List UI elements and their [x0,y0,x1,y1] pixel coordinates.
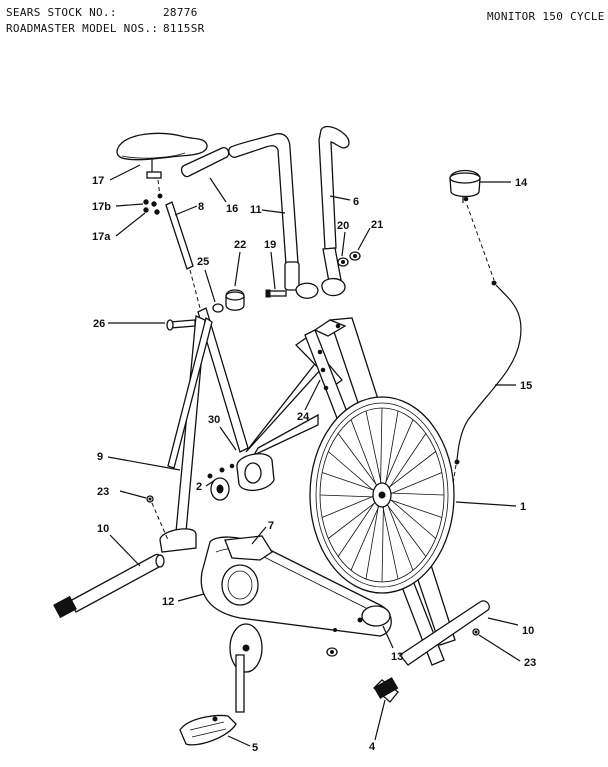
callout-17: 17 [92,175,104,187]
callout-1: 1 [520,501,526,513]
flywheel-spoke [365,501,380,580]
callout-13: 13 [391,651,403,663]
handlebar-right-6 [318,125,350,297]
adjustment-knob-22 [225,289,245,311]
callout-labels: 17 17b 17a 8 16 11 6 20 21 14 22 19 25 2… [92,175,536,754]
model-number-value: 8115SR [163,22,205,35]
callout-16: 16 [226,203,238,215]
callout-22: 22 [234,239,246,251]
callout-25: 25 [197,256,209,268]
pin-26 [166,319,196,331]
handlebar-grip-16 [180,147,230,178]
flywheel-spoke [387,496,436,539]
flywheel-spoke [387,472,443,496]
flywheel-spoke [321,472,377,492]
handlebar-left-11 [228,133,319,299]
callout-12: 12 [162,596,174,608]
flywheel-spoke [380,407,383,488]
crank-arm [229,623,263,713]
rear-base-tube [53,553,165,619]
callout-5: 5 [252,742,258,754]
flywheel-spoke [319,494,377,498]
callout-17b: 17b [92,201,111,213]
leveler-23a [146,495,169,541]
callout-20: 20 [337,220,349,232]
bushing-25 [212,303,224,313]
callout-15: 15 [520,380,532,392]
chain-guard-bracket [326,605,391,657]
callout-14: 14 [515,177,528,189]
flywheel-spoke [387,498,443,518]
leader-lines [107,164,521,747]
leveler-23b [472,628,480,636]
callout-24: 24 [297,411,310,423]
seat-post [165,201,201,309]
flywheel-spoke [383,419,414,488]
callout-10-right: 10 [522,625,534,637]
callout-10-left: 10 [97,523,109,535]
flywheel-spoke [386,451,436,490]
chain-guard-cover [224,535,273,561]
callout-23-left: 23 [97,486,109,498]
flywheel-spoke [386,433,427,492]
flywheel-spoke [350,419,379,490]
stock-number-label: SEARS STOCK NO.: [6,6,117,19]
monitor-cable [451,204,522,491]
handlebar-bolt-19 [265,289,287,298]
callout-9: 9 [97,451,103,463]
product-name: MONITOR 150 CYCLE [487,10,605,23]
callout-21: 21 [371,219,383,231]
frame-hardware-2 [207,463,235,479]
nut-21 [349,251,361,261]
callout-4: 4 [369,741,376,753]
callout-30: 30 [208,414,220,426]
flywheel-spoke [321,494,377,518]
callout-2: 2 [196,481,202,493]
flywheel [309,396,455,594]
callout-19: 19 [264,239,276,251]
stock-number-value: 28776 [163,6,198,19]
monitor [449,169,481,203]
seat-clamp-hardware [143,179,163,215]
model-number-label: ROADMASTER MODEL NOS.: [6,22,159,35]
callout-8: 8 [198,201,204,213]
flywheel-spoke [337,498,378,557]
pedal [179,714,237,746]
flywheel-spoke [384,501,427,557]
callout-6: 6 [353,196,359,208]
flywheel-spoke [385,500,414,571]
front-base-tube [373,600,490,703]
flywheel-spoke [337,433,380,489]
flywheel-spoke [365,410,383,488]
callout-26: 26 [93,318,105,330]
flywheel-spoke [381,502,399,580]
callout-11: 11 [250,204,262,216]
callout-23-right: 23 [524,657,536,669]
flywheel-spoke [328,500,378,539]
washer-20 [337,257,349,267]
callout-17a: 17a [92,231,111,243]
flywheel-spoke [350,502,381,571]
flywheel-spoke [384,410,399,489]
flywheel-spoke [381,502,384,583]
callout-7: 7 [268,520,274,532]
seat [116,132,208,179]
flywheel-spoke [328,451,377,494]
flywheel-spoke [387,492,445,496]
